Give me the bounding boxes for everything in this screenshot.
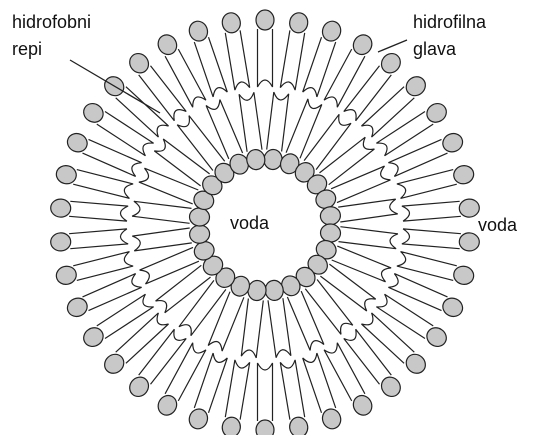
lipid-tail [258, 363, 273, 421]
lipid-tail [339, 227, 398, 249]
lipid-tail [69, 201, 128, 221]
outer-lipid [50, 198, 128, 221]
lipid-tail [225, 360, 249, 420]
lipid-tail [267, 92, 289, 151]
lipid-tail [132, 201, 191, 223]
outer-lipid [402, 229, 480, 252]
lipid-tail [280, 30, 304, 90]
lipid-head [50, 198, 71, 218]
outer-lipid [256, 363, 274, 435]
lipid-tail [397, 252, 457, 281]
lipid-head [319, 223, 341, 243]
outer-lipid [280, 360, 309, 435]
hydrophobic-tails-label-line1: hidrofobni [12, 12, 91, 32]
lipid-tail [241, 299, 263, 358]
inner-water-label: voda [230, 213, 270, 233]
lipid-tail [73, 252, 133, 281]
lipid-tail [132, 228, 192, 251]
lipid-tail [258, 29, 273, 87]
head-pointer-line [378, 40, 407, 52]
outer-lipid [221, 11, 250, 90]
lipid-head [459, 198, 480, 218]
outer-lipid [256, 10, 274, 87]
lipid-tail [338, 199, 398, 222]
lipid-tail [225, 30, 249, 90]
lipid-head [459, 232, 480, 252]
lipid-tail [402, 229, 461, 249]
outer-lipid [280, 11, 309, 90]
lipid-tail [239, 92, 262, 152]
hydrophilic-head-label-line2: glava [413, 39, 457, 59]
lipid-tail [397, 170, 457, 199]
lipid-tail [268, 298, 291, 358]
outer-lipid [402, 198, 480, 221]
outer-lipid [50, 229, 128, 252]
lipid-head [263, 148, 283, 170]
lipid-head [256, 420, 274, 435]
outer-water-label: voda [478, 215, 518, 235]
outer-lipid [221, 360, 250, 435]
lipid-tail [402, 201, 461, 221]
lipid-tail [280, 360, 304, 420]
lipid-head [50, 232, 71, 252]
hydrophobic-tails-label-line2: repi [12, 39, 42, 59]
lipid-tail [73, 170, 133, 199]
lipid-head [188, 207, 210, 227]
hydrophilic-head-label-line1: hidrofilna [413, 12, 487, 32]
lipid-tail [69, 229, 128, 249]
lipid-head [256, 10, 274, 30]
lipid-head [247, 279, 267, 301]
